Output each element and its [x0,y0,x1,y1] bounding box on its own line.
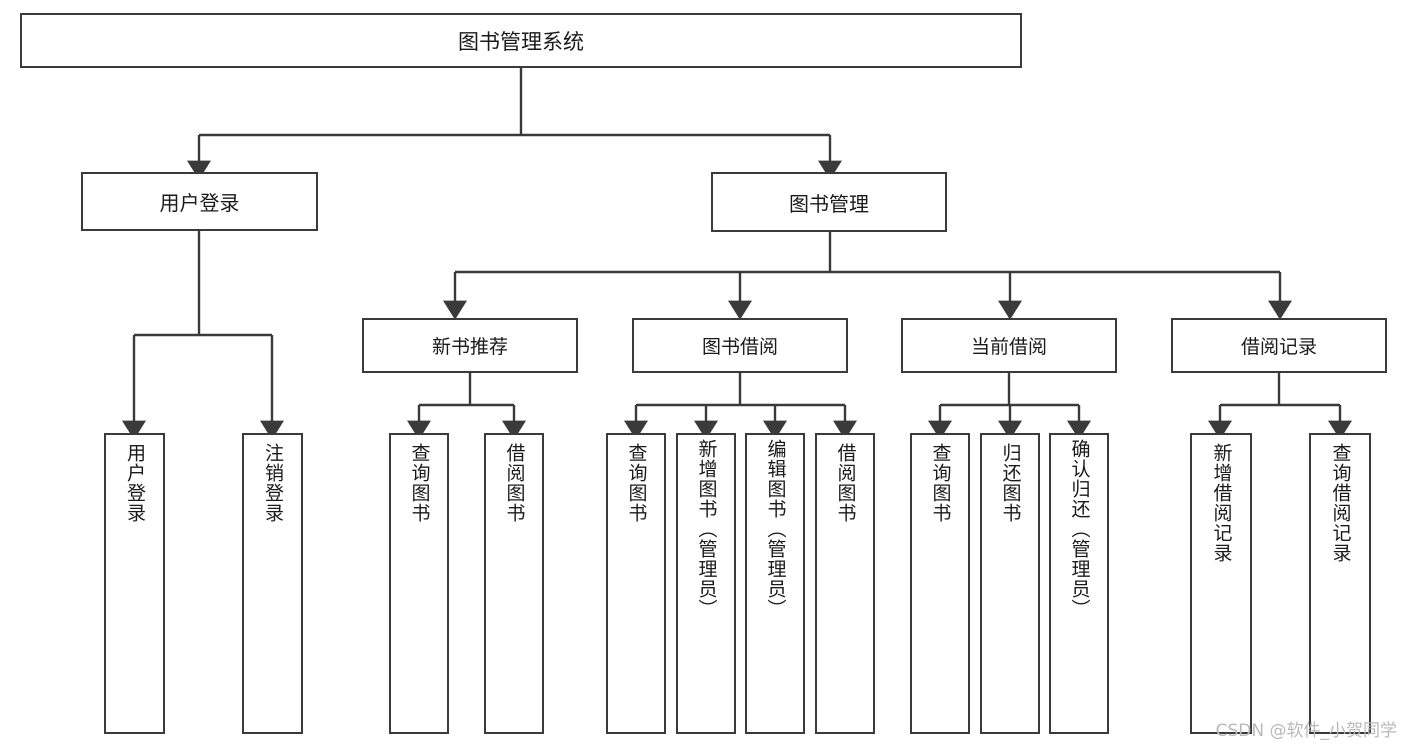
node-root-label: 图书管理系统 [458,29,584,54]
node-leaf-user-login-label: 用户登录 [124,443,146,523]
node-leaf-user-login[interactable]: 用户登录 [104,433,165,734]
node-leaf-confirm-return-label: 确认归还（管理员） [1068,439,1091,619]
node-leaf-query-record-label: 查询借阅记录 [1329,443,1352,563]
node-leaf-edit-book-label: 编辑图书（管理员） [764,439,787,619]
node-new-book-rec[interactable]: 新书推荐 [362,318,578,373]
node-leaf-borrow-book-1-label: 借阅图书 [503,443,526,523]
node-leaf-add-book-label: 新增图书（管理员） [695,439,718,619]
node-current-borrow[interactable]: 当前借阅 [901,318,1117,373]
node-new-book-rec-label: 新书推荐 [431,336,508,358]
node-leaf-query-book-2-label: 查询图书 [625,443,648,523]
node-leaf-borrow-book-2-label: 借阅图书 [834,443,857,523]
node-user-login-label: 用户登录 [159,191,240,215]
node-leaf-logout[interactable]: 注销登录 [242,433,303,734]
node-borrow-record-label: 借阅记录 [1240,336,1317,358]
node-leaf-query-record[interactable]: 查询借阅记录 [1309,433,1371,734]
node-book-borrow-label: 图书借阅 [701,336,778,358]
node-leaf-return-book-label: 归还图书 [999,443,1022,523]
node-leaf-return-book[interactable]: 归还图书 [980,433,1040,734]
node-leaf-borrow-book-2[interactable]: 借阅图书 [815,433,875,734]
node-root[interactable]: 图书管理系统 [20,13,1022,68]
node-leaf-borrow-book-1[interactable]: 借阅图书 [484,433,544,734]
node-book-borrow[interactable]: 图书借阅 [632,318,848,373]
node-leaf-logout-label: 注销登录 [262,443,284,523]
node-current-borrow-label: 当前借阅 [970,336,1047,358]
node-leaf-query-book-3-label: 查询图书 [929,443,952,523]
node-leaf-add-record-label: 新增借阅记录 [1210,443,1233,563]
node-book-manage[interactable]: 图书管理 [711,172,947,232]
node-user-login[interactable]: 用户登录 [81,172,318,231]
csdn-watermark: CSDN @软件_小贺同学 [1215,721,1397,741]
node-leaf-query-book-3[interactable]: 查询图书 [910,433,970,734]
node-book-manage-label: 图书管理 [789,191,869,216]
node-leaf-query-book-1-label: 查询图书 [408,443,431,523]
node-borrow-record[interactable]: 借阅记录 [1171,318,1387,373]
node-leaf-edit-book[interactable]: 编辑图书（管理员） [745,433,805,734]
node-leaf-query-book-2[interactable]: 查询图书 [606,433,666,734]
node-leaf-add-book[interactable]: 新增图书（管理员） [676,433,736,734]
node-leaf-add-record[interactable]: 新增借阅记录 [1190,433,1252,734]
node-leaf-confirm-return[interactable]: 确认归还（管理员） [1049,433,1109,734]
node-leaf-query-book-1[interactable]: 查询图书 [389,433,449,734]
